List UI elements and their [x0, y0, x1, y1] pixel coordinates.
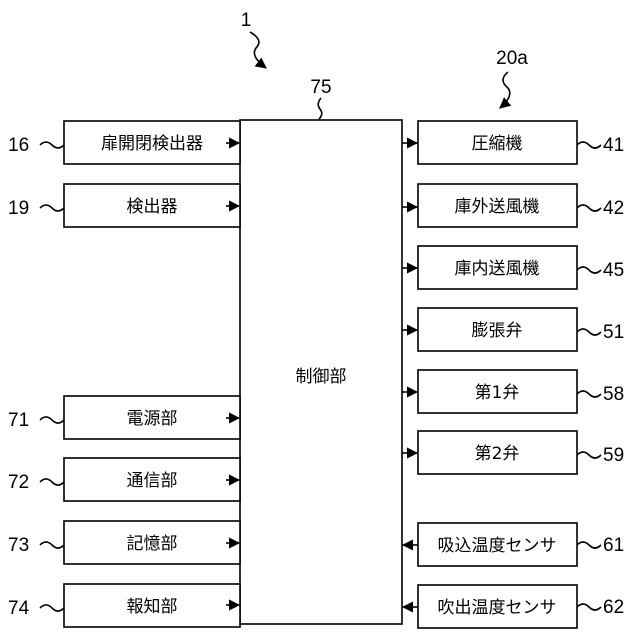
unit-ref-leader — [577, 267, 601, 273]
unit-ref-number: 62 — [603, 597, 624, 618]
right-unit-suction-temp-sensor: 吸込温度センサ 61 — [403, 523, 624, 566]
unit-ref-number: 74 — [8, 598, 30, 619]
left-unit-notification: 報知部 74 — [8, 584, 240, 627]
unit-ref-leader — [40, 542, 64, 548]
unit-ref-leader — [40, 205, 64, 211]
unit-label: 庫内送風機 — [455, 259, 540, 279]
unit-label: 記憶部 — [127, 534, 178, 554]
unit-label: 第1弁 — [475, 383, 520, 403]
unit-ref-leader — [577, 205, 601, 211]
unit-label: 膨張弁 — [472, 321, 523, 341]
unit-label: 圧縮機 — [472, 134, 523, 154]
left-unit-communication: 通信部 72 — [8, 458, 240, 501]
right-unit-second-valve: 第2弁 59 — [402, 431, 624, 474]
unit-label: 電源部 — [127, 409, 178, 429]
unit-ref-number: 58 — [603, 384, 624, 405]
unit-ref-number: 59 — [603, 445, 624, 466]
left-unit-power: 電源部 71 — [8, 396, 240, 439]
right-unit-outside-fan: 庫外送風機 42 — [402, 184, 624, 227]
left-unit-storage: 記憶部 73 — [8, 521, 240, 564]
unit-label: 通信部 — [127, 471, 178, 491]
unit-ref-leader — [40, 605, 64, 611]
right-unit-outlet-temp-sensor: 吹出温度センサ 62 — [403, 585, 624, 628]
unit-ref-number: 45 — [603, 260, 624, 281]
system-ref-number: 1 — [241, 10, 252, 31]
right-unit-expansion-valve: 膨張弁 51 — [402, 308, 624, 351]
unit-label: 第2弁 — [475, 444, 520, 464]
unit-ref-leader — [577, 542, 601, 548]
unit-ref-number: 71 — [8, 410, 29, 431]
unit-ref-number: 41 — [603, 135, 624, 156]
unit-ref-leader — [577, 142, 601, 148]
controller-ref-number: 75 — [310, 77, 331, 98]
right-unit-inside-fan: 庫内送風機 45 — [402, 246, 624, 289]
right-unit-first-valve: 第1弁 58 — [402, 370, 624, 413]
unit-ref-leader — [577, 391, 601, 397]
unit-ref-number: 51 — [603, 322, 624, 343]
controller-label: 制御部 — [296, 367, 347, 387]
left-unit-detector: 検出器 19 — [8, 184, 240, 227]
unit-ref-leader — [577, 452, 601, 458]
unit-ref-number: 72 — [8, 472, 29, 493]
unit-label: 報知部 — [127, 597, 178, 617]
unit-label: 検出器 — [127, 197, 178, 217]
unit-label: 吸込温度センサ — [438, 536, 557, 556]
group-ref-arrow — [500, 72, 510, 108]
unit-label: 庫外送風機 — [455, 197, 540, 217]
unit-ref-number: 19 — [8, 198, 29, 219]
unit-label: 吹出温度センサ — [438, 598, 557, 618]
unit-ref-leader — [40, 417, 64, 423]
unit-ref-number: 73 — [8, 535, 29, 556]
unit-ref-number: 16 — [8, 135, 29, 156]
unit-ref-number: 42 — [603, 198, 624, 219]
left-unit-door-detector: 扉開閉検出器 16 — [8, 121, 240, 164]
controller-ref-leader — [318, 98, 322, 119]
unit-label: 扉開閉検出器 — [101, 134, 203, 154]
unit-ref-number: 61 — [603, 535, 624, 556]
right-unit-compressor: 圧縮機 41 — [402, 121, 624, 164]
group-ref-number: 20a — [496, 48, 528, 69]
unit-ref-leader — [40, 142, 64, 148]
system-ref-arrow — [250, 32, 266, 68]
unit-ref-leader — [577, 604, 601, 610]
unit-ref-leader — [40, 479, 64, 485]
unit-ref-leader — [577, 329, 601, 335]
